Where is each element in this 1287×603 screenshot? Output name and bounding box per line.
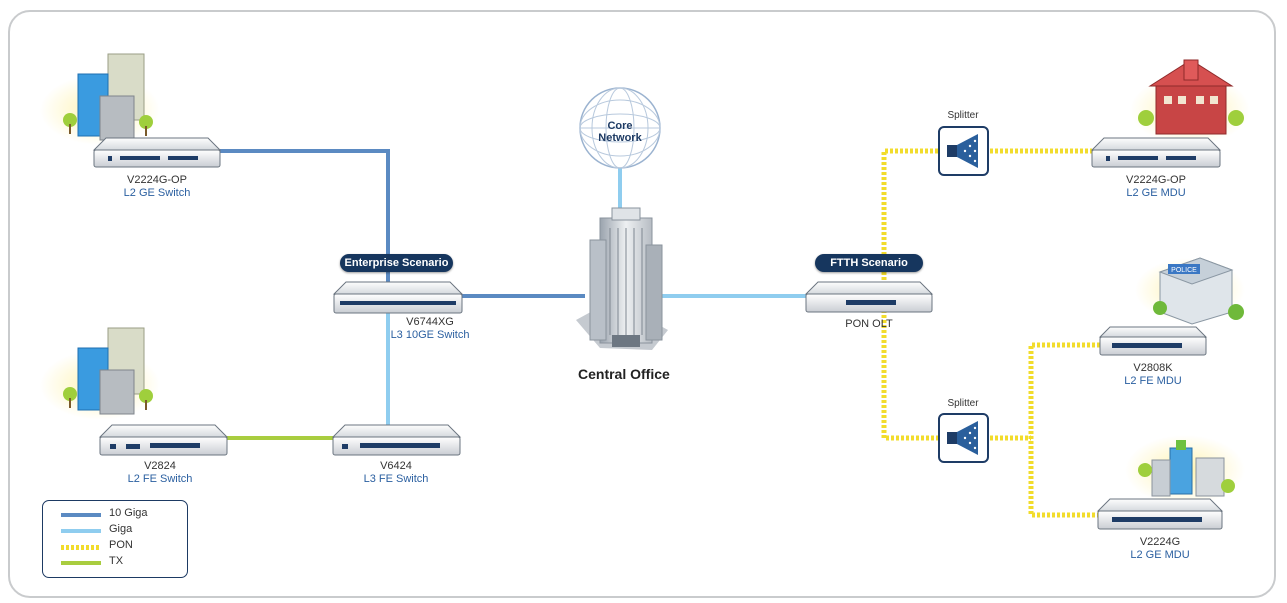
link-giga <box>386 166 806 428</box>
legend-label: 10 Giga <box>109 507 148 519</box>
legend-label: TX <box>109 555 124 567</box>
device-v2224g[interactable] <box>1096 498 1224 530</box>
central-office-label: Central Office <box>578 366 670 382</box>
device-v6424[interactable] <box>331 424 462 456</box>
link-10giga <box>220 149 585 298</box>
device-name: V2224G-OP <box>127 174 187 186</box>
splitter-top[interactable] <box>938 126 989 176</box>
device-label-v2824: V2824 L2 FE Switch <box>100 460 220 486</box>
legend-label: Giga <box>109 523 133 535</box>
device-label-v2224g: V2224G L2 GE MDU <box>1100 536 1220 562</box>
device-type: L2 FE MDU <box>1124 375 1182 387</box>
device-type: L2 GE MDU <box>1130 549 1190 561</box>
device-type: L2 GE Switch <box>123 187 191 199</box>
device-v2224g-op-left[interactable] <box>92 137 222 168</box>
device-type: L3 FE Switch <box>363 473 429 485</box>
device-type: L2 FE Switch <box>127 473 193 485</box>
device-name: V2824 <box>144 460 176 472</box>
device-name: V2224G <box>1139 536 1181 548</box>
device-v2224g-op-right[interactable] <box>1090 137 1222 168</box>
enterprise-scenario-badge: Enterprise Scenario <box>340 254 453 272</box>
office-buildings-bottom-left <box>40 327 160 420</box>
business-buildings-right <box>1125 435 1245 505</box>
office-buildings-top-left <box>40 53 160 145</box>
device-name: V2224G-OP <box>1126 174 1186 186</box>
core-network-label: Core Network <box>598 120 642 144</box>
ftth-scenario-badge: FTTH Scenario <box>815 254 923 272</box>
device-name: V2808K <box>1133 362 1173 374</box>
legend-swatch <box>61 529 101 533</box>
legend-swatch <box>61 545 101 550</box>
splitter-bottom-label: Splitter <box>947 398 979 409</box>
central-office-building <box>576 207 668 350</box>
core-network-globe <box>579 87 661 169</box>
device-label-v2224g-op-left: V2224G-OP L2 GE Switch <box>97 174 217 200</box>
device-label-pon-olt: PON OLT <box>809 318 929 331</box>
device-label-v2224g-op-right: V2224G-OP L2 GE MDU <box>1096 174 1216 200</box>
splitter-bottom[interactable] <box>938 413 989 463</box>
splitter-top-label: Splitter <box>947 110 979 121</box>
device-pon-olt[interactable] <box>804 281 934 313</box>
school-building <box>1130 59 1250 145</box>
police-building: POLICE <box>1135 257 1245 325</box>
device-v6744xg[interactable] <box>332 281 464 314</box>
legend-label: PON <box>109 539 133 551</box>
device-label-v6424: V6424 L3 FE Switch <box>336 460 456 486</box>
legend-swatch <box>61 561 101 565</box>
device-name: V6424 <box>380 460 412 472</box>
device-type: L2 GE MDU <box>1126 187 1186 199</box>
legend: 10 Giga Giga PON TX <box>42 500 188 578</box>
device-v2808k[interactable] <box>1098 326 1208 356</box>
device-v2824[interactable] <box>98 424 229 456</box>
device-name: PON OLT <box>845 318 893 330</box>
device-name: V6744XG <box>406 316 454 328</box>
police-sign: POLICE <box>1171 267 1197 274</box>
legend-swatch <box>61 513 101 517</box>
device-type: L3 10GE Switch <box>390 329 470 341</box>
link-pon <box>881 148 1100 518</box>
device-label-v2808k: V2808K L2 FE MDU <box>1093 362 1213 388</box>
device-label-v6744xg: V6744XG L3 10GE Switch <box>370 316 490 342</box>
